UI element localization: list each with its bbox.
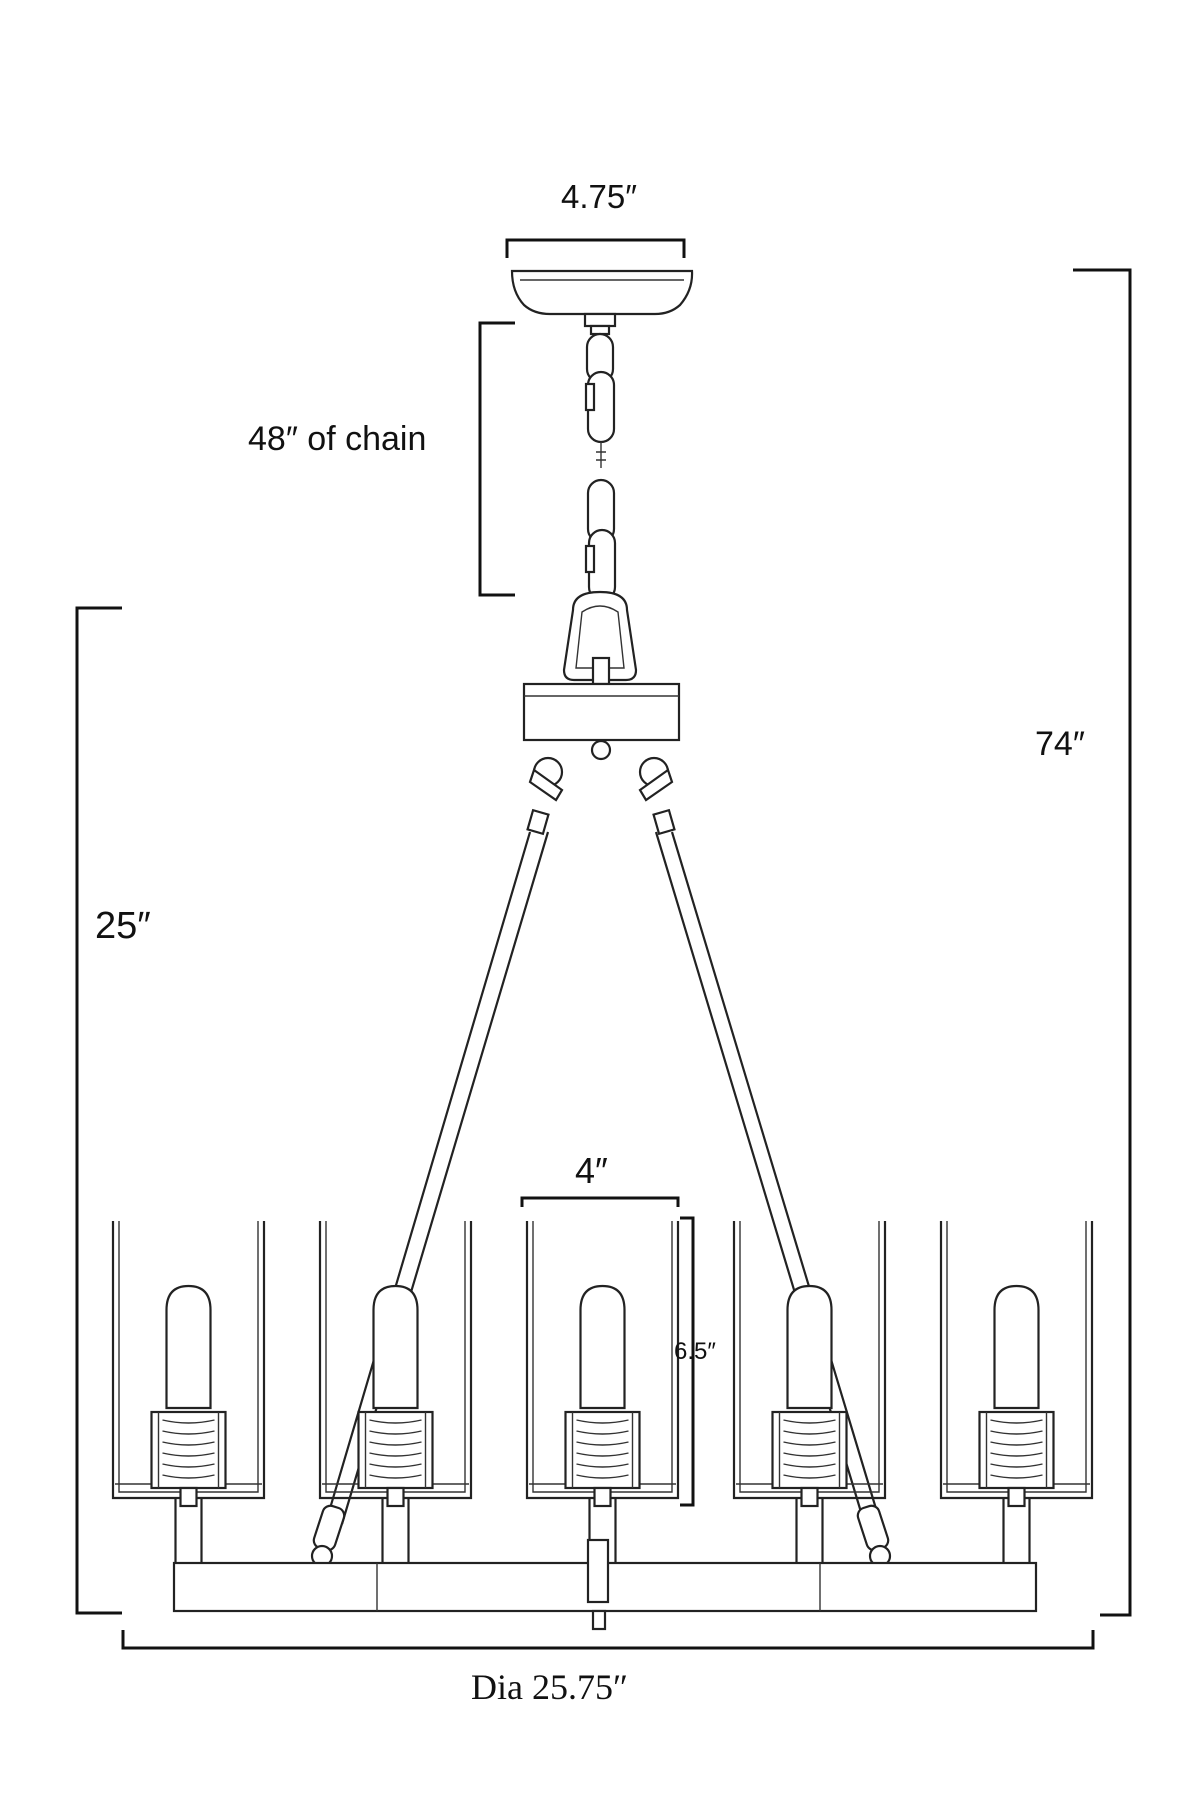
chain [562,332,638,686]
chain-length-bracket [478,321,515,597]
lamp-shade [939,1221,1094,1563]
lamp-shade [111,1221,266,1563]
shade-height-label: 6.5″ [674,1338,716,1365]
bulb [993,1284,1040,1410]
shade-width-bracket [520,1196,680,1207]
body-height-bracket [75,606,122,1615]
bulb [165,1284,212,1410]
diameter-bracket [121,1630,1095,1650]
base-ring [172,1538,1038,1631]
hub [522,682,681,836]
shades [111,1221,1094,1563]
canopy-width-label: 4.75″ [561,178,637,215]
shade-width-label: 4″ [575,1150,608,1191]
canopy [510,269,694,336]
body-height-label: 25″ [95,905,151,947]
lamp-shade [318,1221,473,1563]
overall-height-label: 74″ [1035,725,1085,763]
support-rods [310,831,892,1568]
lamp-shade [525,1221,680,1563]
bulb [786,1284,833,1410]
overall-height-bracket [1073,268,1132,1617]
shade-height-bracket [680,1216,695,1507]
bulb [579,1284,626,1410]
dimension-lines [75,238,1132,1650]
diameter-label: Dia 25.75″ [471,1667,628,1707]
lamp-shade [732,1221,887,1563]
canopy-width-bracket [505,238,686,258]
chain-length-label: 48″ of chain [248,420,427,458]
bulb [372,1284,419,1410]
